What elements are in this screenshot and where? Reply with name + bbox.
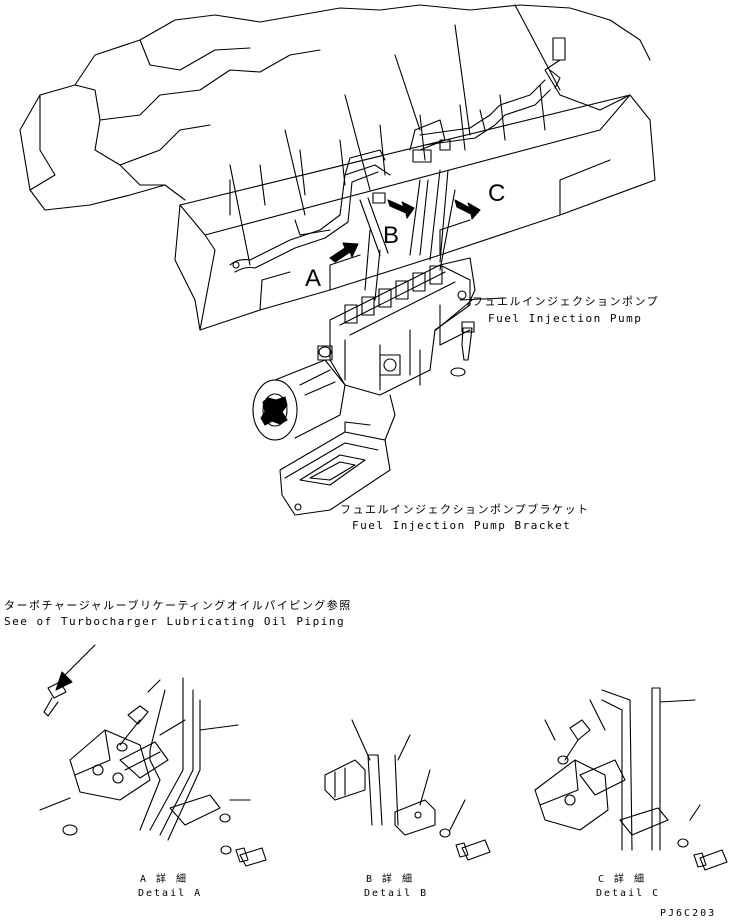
turbo-reference-jp: ターボチャージャルーブリケーティングオイルパイピング参照 xyxy=(4,599,352,612)
detail-a-title-jp: A 詳 細 xyxy=(140,874,189,885)
callout-arrows xyxy=(329,199,481,263)
engine-block xyxy=(19,4,656,331)
detail-b-title-en: Detail B xyxy=(364,888,429,899)
detail-c-title-jp: C 詳 細 xyxy=(598,874,647,885)
pump-bracket xyxy=(279,394,396,516)
callout-a: A xyxy=(305,265,322,292)
callout-b: B xyxy=(383,222,400,249)
detail-a-title-en: Detail A xyxy=(138,888,203,899)
pump-label-en: Fuel Injection Pump xyxy=(488,312,643,325)
turbo-reference-en: See of Turbocharger Lubricating Oil Pipi… xyxy=(4,615,346,628)
bracket-label-jp: フュエルインジェクションポンプブラケット xyxy=(340,503,590,516)
drawing-code: PJ6C203 xyxy=(660,908,717,919)
detail-c-drawing xyxy=(534,687,728,871)
detail-b-drawing xyxy=(324,719,491,861)
callout-c: C xyxy=(488,180,506,207)
detail-c-title-en: Detail C xyxy=(596,888,661,899)
detail-a-drawing xyxy=(39,644,267,867)
detail-b-title-jp: B 詳 細 xyxy=(366,874,415,885)
pump-label-jp: フュエルインジェクションポンプ xyxy=(472,295,660,308)
injection-pipes xyxy=(229,79,551,301)
fuel-injection-pump xyxy=(252,257,476,441)
bracket-label-en: Fuel Injection Pump Bracket xyxy=(352,519,572,532)
